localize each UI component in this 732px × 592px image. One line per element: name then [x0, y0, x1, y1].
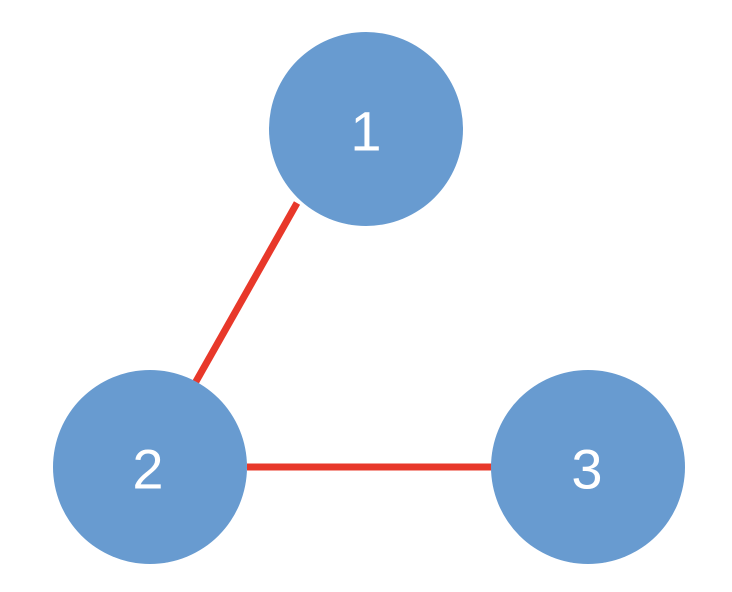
edge-layer	[190, 201, 492, 471]
node-1-label: 1	[350, 100, 381, 163]
node-2-label: 2	[132, 438, 163, 501]
node-layer: 1 2 3	[53, 32, 685, 564]
edge-1-2[interactable]	[190, 201, 301, 387]
node-3-circle[interactable]	[491, 370, 685, 564]
node-3-label: 3	[571, 438, 602, 501]
node-1-circle[interactable]	[269, 32, 463, 226]
node-1[interactable]: 1	[269, 32, 463, 226]
node-2-circle[interactable]	[53, 370, 247, 564]
node-2[interactable]: 2	[53, 370, 247, 564]
node-3[interactable]: 3	[491, 370, 685, 564]
